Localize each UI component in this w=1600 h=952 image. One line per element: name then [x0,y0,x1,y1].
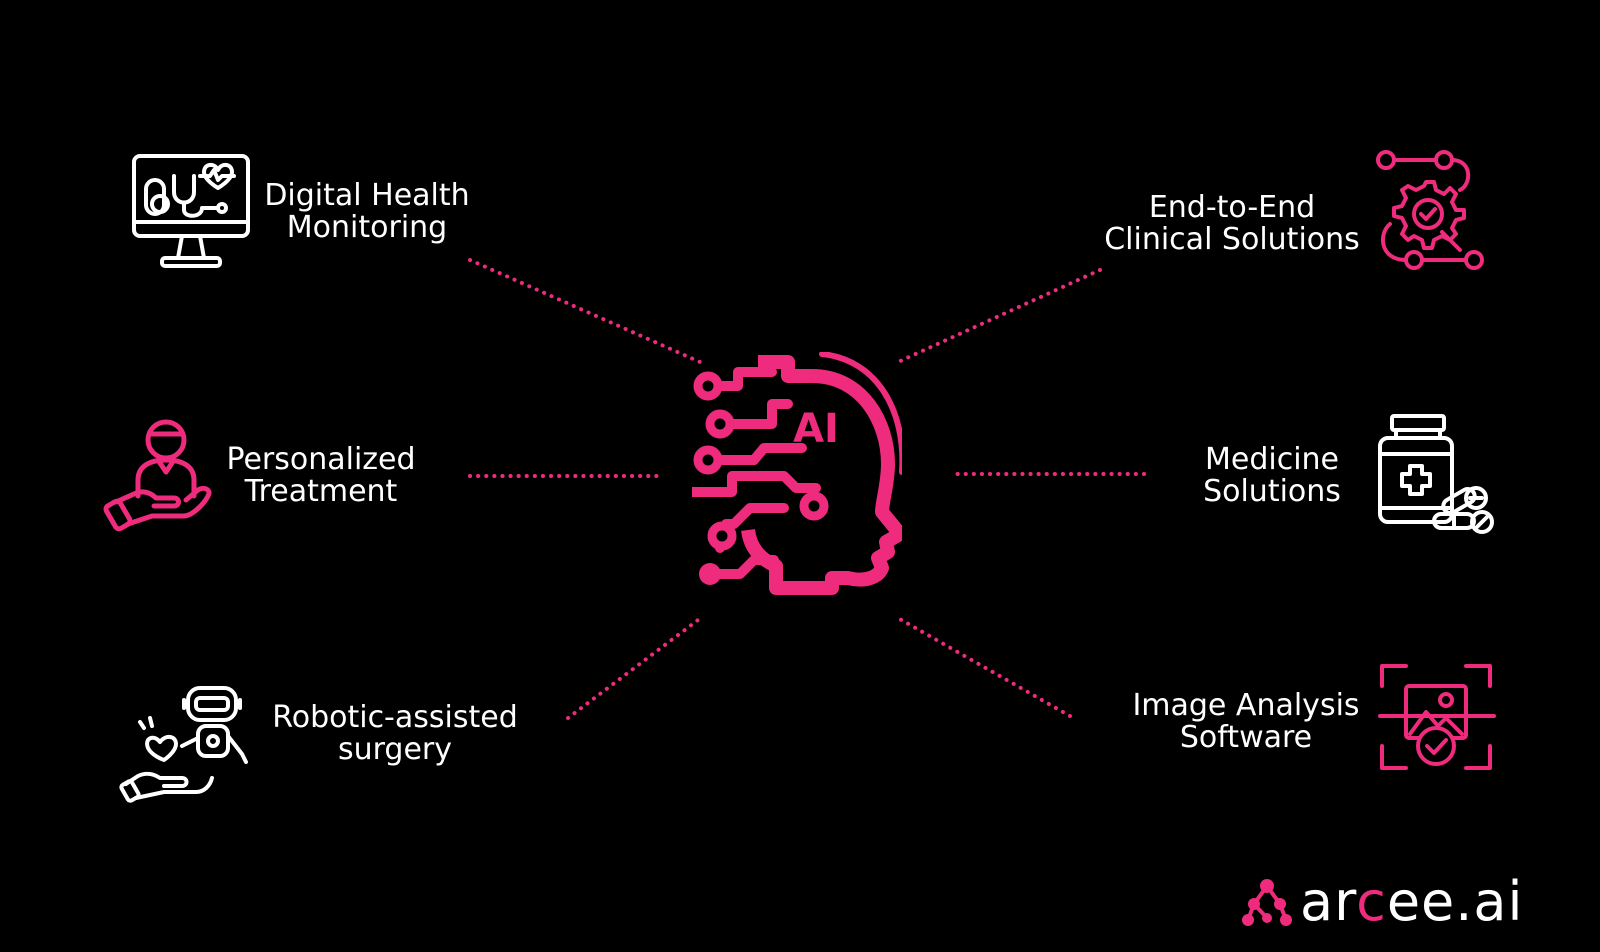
connector-digital-health [468,258,702,364]
robot-hand-icon [119,686,250,803]
label-line: Monitoring [286,210,448,245]
brand-prefix: ar [1300,870,1357,933]
hand-person-icon [103,419,212,532]
label-line: Robotic-assisted [272,700,518,735]
label-line: Medicine [1204,442,1340,477]
brand-suffix: ee.ai [1386,870,1524,933]
arcee-molecule-icon [1242,879,1292,926]
connector-image-analysis [896,616,1072,718]
gear-workflow-icon [1376,150,1484,272]
connector-end-to-end [896,268,1102,364]
label-line: Treatment [244,474,398,509]
brand-logo: arcee.ai [1242,872,1524,932]
connector-robotic [566,618,700,720]
label-end-to-end: End-to-End Clinical Solutions [1096,192,1368,256]
pill-bottle-icon [1378,414,1494,536]
ai-head-circuit-icon: AI [687,351,907,606]
image-scan-icon [1378,664,1496,772]
monitor-stethoscope-icon [132,154,250,270]
label-robotic: Robotic-assisted surgery [262,702,528,766]
label-digital-health: Digital Health Monitoring [262,180,472,244]
label-personalized: Personalized Treatment [214,444,428,508]
label-image-analysis: Image Analysis Software [1128,690,1364,754]
ai-label: AI [793,406,839,452]
label-line: Software [1179,720,1313,755]
brand-wordmark: arcee.ai [1300,872,1524,932]
label-line: Personalized [226,442,416,477]
label-line: surgery [337,732,453,767]
label-line: End-to-End [1148,190,1316,225]
label-line: Solutions [1203,474,1341,509]
label-line: Image Analysis [1132,688,1360,723]
label-medicine: Medicine Solutions [1186,444,1358,508]
brand-accent: c [1356,870,1387,933]
label-line: Digital Health [264,178,470,213]
label-line: Clinical Solutions [1104,222,1360,257]
